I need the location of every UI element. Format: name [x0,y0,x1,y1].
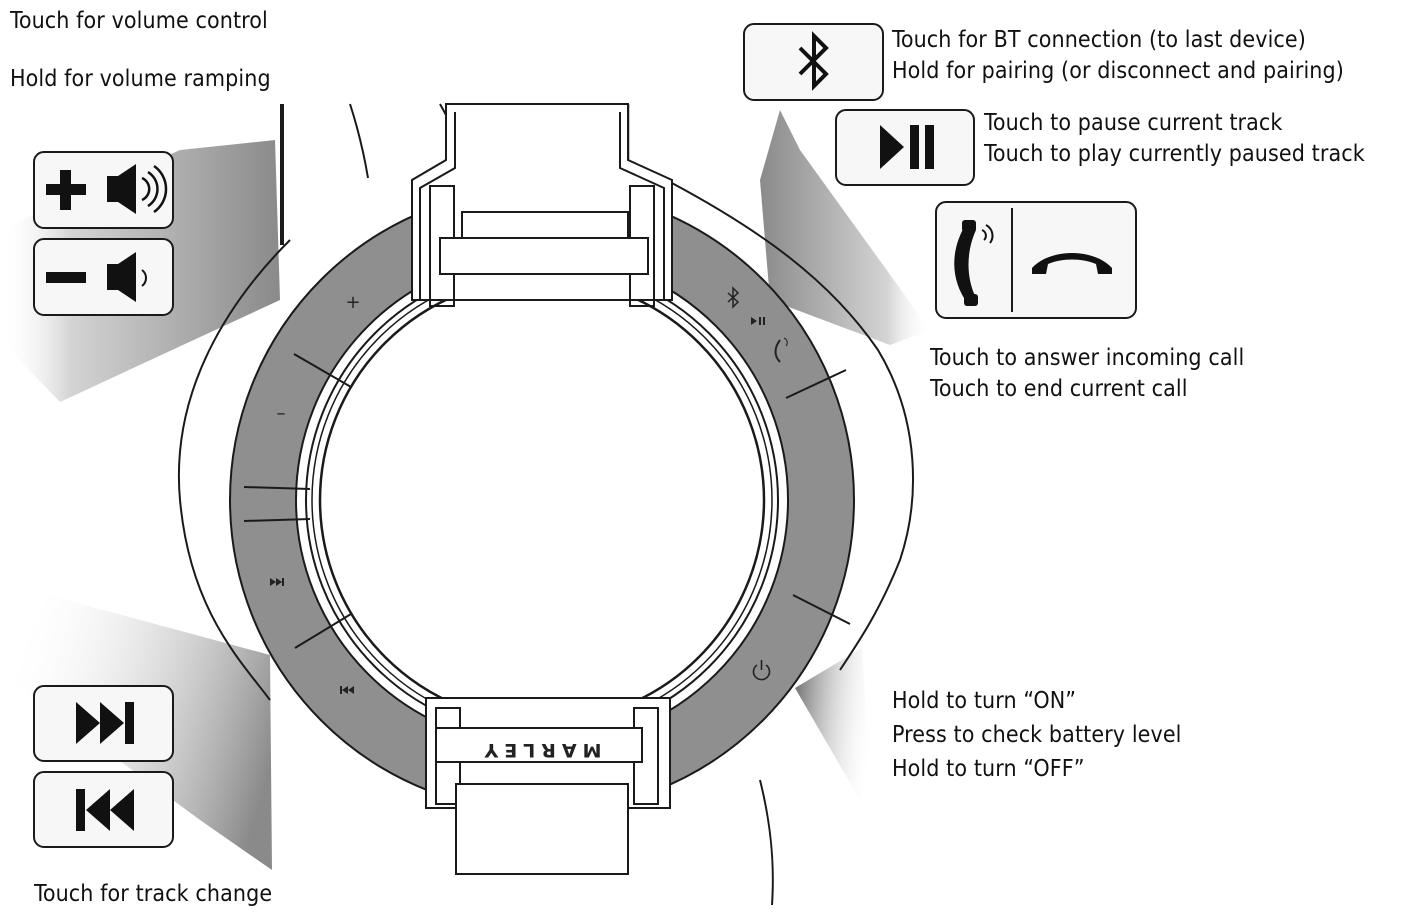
bottom-yoke [425,697,671,875]
play-pause-button[interactable] [835,109,975,186]
bluetooth-icon [798,31,829,91]
volume-down-button[interactable] [33,238,174,316]
previous-track-icon [76,789,134,831]
next-track-icon [76,702,134,744]
top-yoke [411,103,673,307]
ring-next-icon [270,578,284,586]
ring-bluetooth-icon [727,286,740,309]
power-beam-shadow [795,648,870,800]
track-change-label: Touch for track change [34,881,273,907]
next-track-button[interactable] [33,685,174,762]
bluetooth-line-2: Hold for pairing (or disconnect and pair… [892,58,1344,84]
call-line-1: Touch to answer incoming call [930,345,1245,371]
ring-minus-symbol: – [277,403,286,424]
minus-icon [46,272,86,283]
plus-icon [46,170,86,210]
speaker-loud-icon [107,164,168,214]
ring-plus-symbol: + [345,292,360,313]
play-pause-line-2: Touch to play currently paused track [984,141,1365,167]
power-line-1: Hold to turn “ON” [892,688,1077,714]
brand-text: MARLEY [478,739,601,761]
call-line-2: Touch to end current call [930,376,1188,402]
previous-track-button[interactable] [33,771,174,848]
bluetooth-button[interactable] [743,23,884,101]
volume-hold-label: Hold for volume ramping [10,66,271,92]
call-button[interactable] [935,201,1137,319]
ring-power-icon [752,660,771,681]
speaker-soft-icon [107,252,147,302]
ring-prev-icon [340,686,354,694]
ear-cup-outline [177,181,914,906]
bluetooth-line-1: Touch for BT connection (to last device) [892,27,1306,53]
bt-beam-shadow [760,110,930,345]
play-pause-line-1: Touch to pause current track [984,110,1283,136]
power-line-2: Press to check battery level [892,722,1182,748]
volume-touch-label: Touch for volume control [10,8,268,34]
answer-call-icon [954,220,994,306]
ring-play-pause-icon [751,317,765,325]
power-line-3: Hold to turn “OFF” [892,756,1085,782]
end-call-icon [1032,253,1112,274]
power-description: Hold to turn “ON” Press to check battery… [892,684,1182,786]
call-description: Touch to answer incoming call Touch to e… [930,343,1244,405]
bluetooth-description: Touch for BT connection (to last device)… [892,25,1344,87]
volume-up-button[interactable] [33,151,174,229]
ring-phone-icon [774,337,788,363]
play-pause-icon [880,125,934,169]
play-pause-description: Touch to pause current track Touch to pl… [984,108,1365,170]
